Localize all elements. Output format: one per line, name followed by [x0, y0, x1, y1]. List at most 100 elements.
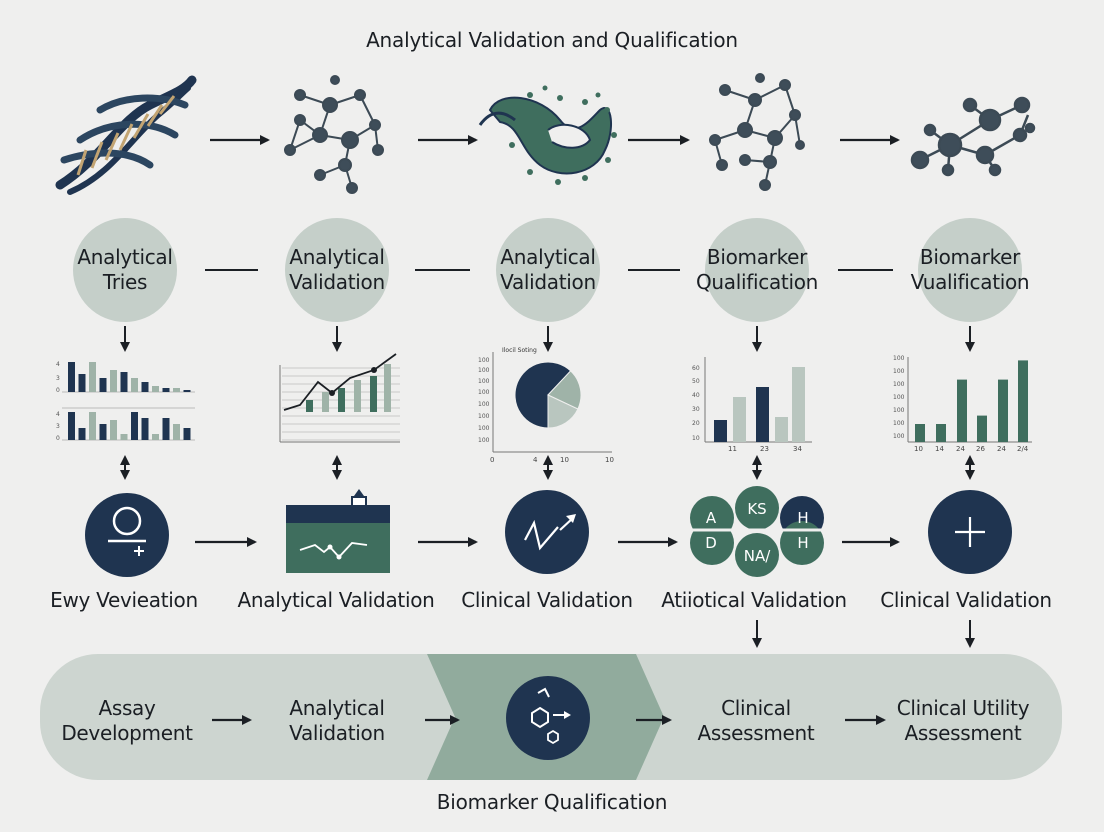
bar: [152, 386, 159, 392]
bar: [99, 424, 107, 440]
bar: [68, 412, 75, 440]
svg-text:40: 40: [692, 392, 700, 399]
stage-circle: [285, 218, 389, 322]
svg-text:24: 24: [956, 445, 965, 453]
bar: [936, 424, 946, 442]
svg-text:100: 100: [478, 401, 490, 408]
trend-arrow-icon: [505, 490, 589, 574]
bar: [183, 390, 191, 392]
bar: [120, 372, 128, 392]
svg-text:4: 4: [533, 456, 538, 464]
bar: [152, 434, 159, 440]
bar: [733, 397, 746, 442]
svg-text:24: 24: [997, 445, 1006, 453]
svg-text:100: 100: [893, 407, 905, 414]
bar: [110, 420, 117, 440]
svg-text:14: 14: [935, 445, 944, 453]
bar: [131, 378, 138, 392]
diagram-title: Analytical Validation and Qualification: [366, 28, 738, 52]
pie-chart-title: Ilocil Soting: [502, 347, 537, 354]
down-arrows-row2: [120, 326, 975, 352]
svg-text:100: 100: [478, 425, 490, 432]
step-label: Clinical Validation: [880, 588, 1052, 612]
bar: [89, 362, 96, 392]
svg-text:100: 100: [478, 413, 490, 420]
molecule-transform-icon: [506, 676, 590, 760]
molecule-network-icon: [284, 75, 384, 194]
svg-text:2/4: 2/4: [1017, 445, 1029, 453]
svg-text:10: 10: [605, 456, 614, 464]
svg-text:100: 100: [893, 420, 905, 427]
monitor-chart-icon: [286, 489, 390, 573]
bar: [792, 367, 805, 442]
step-label: Ewy Vevieation: [50, 588, 198, 612]
bar: [110, 370, 117, 392]
bar: [183, 428, 191, 440]
quadrant-badge-icon: A KS H D NA/ H: [690, 486, 824, 577]
svg-text:26: 26: [976, 445, 985, 453]
svg-text:100: 100: [893, 394, 905, 401]
stage-circle: [73, 218, 177, 322]
svg-text:11: 11: [728, 445, 737, 453]
bar: [162, 388, 170, 392]
dna-helix-icon: [55, 75, 197, 195]
svg-text:60: 60: [692, 365, 700, 372]
svg-text:0: 0: [56, 387, 60, 394]
bar: [173, 424, 180, 440]
bar: [78, 428, 86, 440]
step-label: Atiiotical Validation: [661, 588, 847, 612]
bar: [998, 379, 1008, 442]
svg-text:20: 20: [692, 420, 700, 427]
svg-text:100: 100: [478, 367, 490, 374]
pie-slice: [547, 394, 579, 429]
svg-text:100: 100: [893, 381, 905, 388]
svg-text:100: 100: [478, 378, 490, 385]
bar: [714, 420, 727, 442]
step-label: Clinical Validation: [461, 588, 633, 612]
stage-circles: [73, 218, 1022, 322]
bar: [173, 388, 180, 392]
svg-text:100: 100: [893, 433, 905, 440]
bar: [141, 382, 149, 392]
svg-text:30: 30: [692, 406, 700, 413]
svg-text:H: H: [797, 509, 808, 527]
svg-text:100: 100: [478, 389, 490, 396]
bar: [120, 434, 128, 440]
svg-text:100: 100: [893, 355, 905, 362]
bar: [322, 392, 329, 412]
stage-circle: [918, 218, 1022, 322]
svg-text:NA/: NA/: [744, 547, 771, 565]
bar: [68, 362, 75, 392]
bar: [957, 379, 967, 442]
svg-text:23: 23: [760, 445, 769, 453]
svg-text:50: 50: [692, 378, 700, 385]
bar: [162, 418, 170, 440]
svg-text:3: 3: [56, 375, 60, 382]
protein-molecule-icon: [478, 85, 617, 185]
bar: [141, 418, 149, 440]
svg-text:D: D: [705, 534, 717, 552]
bar: [915, 424, 925, 442]
bar: [99, 378, 107, 392]
svg-text:100: 100: [478, 437, 490, 444]
bar: [131, 412, 138, 440]
pie-slice: [547, 370, 582, 410]
bar: [78, 374, 86, 392]
step-label: Analytical Validation: [237, 588, 435, 612]
svg-text:100: 100: [893, 368, 905, 375]
bar: [756, 387, 769, 442]
stage-circle: [496, 218, 600, 322]
bar: [306, 400, 313, 412]
svg-text:4: 4: [56, 361, 60, 368]
svg-text:A: A: [706, 509, 717, 527]
